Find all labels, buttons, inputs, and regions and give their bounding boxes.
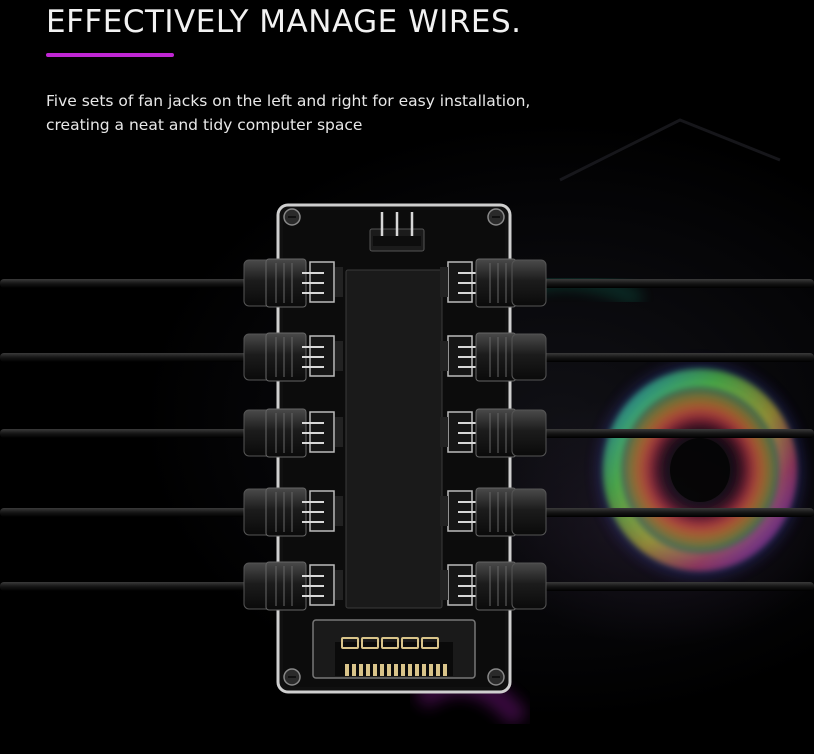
mounting-screws [283, 208, 505, 686]
fan-header-left-3 [243, 408, 343, 458]
fan-header-right-1 [440, 258, 547, 308]
fan-header-left-4 [243, 487, 343, 537]
fan-header-right-3 [440, 408, 547, 458]
accent-underline [46, 53, 174, 57]
cable-right-5 [540, 582, 814, 591]
screw [283, 668, 301, 686]
cable-left-3 [0, 429, 250, 438]
cable-left-2 [0, 353, 250, 362]
fan-header-left-5 [243, 561, 343, 611]
fan-header-right-2 [440, 332, 547, 382]
fan-header-left-2 [243, 332, 343, 382]
fan-header-left-1 [243, 258, 343, 308]
fan-hub-board [243, 203, 547, 694]
cable-left-4 [0, 508, 250, 517]
description: Five sets of fan jacks on the left and r… [46, 89, 646, 137]
cable-right-4 [540, 508, 814, 517]
sata-power-connector [312, 619, 476, 679]
screw [487, 668, 505, 686]
fan-cables [0, 279, 814, 591]
cable-left-5 [0, 582, 250, 591]
input-header [369, 212, 425, 252]
cable-left-1 [0, 279, 250, 288]
description-line-1: Five sets of fan jacks on the left and r… [46, 92, 531, 110]
cable-right-1 [540, 279, 814, 288]
description-line-2: creating a neat and tidy computer space [46, 116, 363, 134]
cable-right-2 [540, 353, 814, 362]
headline: EFFECTIVELY MANAGE WIRES. [46, 4, 522, 40]
fan-header-right-4 [440, 487, 547, 537]
screw [283, 208, 301, 226]
fan-header-right-5 [440, 561, 547, 611]
cable-right-3 [540, 429, 814, 438]
screw [487, 208, 505, 226]
